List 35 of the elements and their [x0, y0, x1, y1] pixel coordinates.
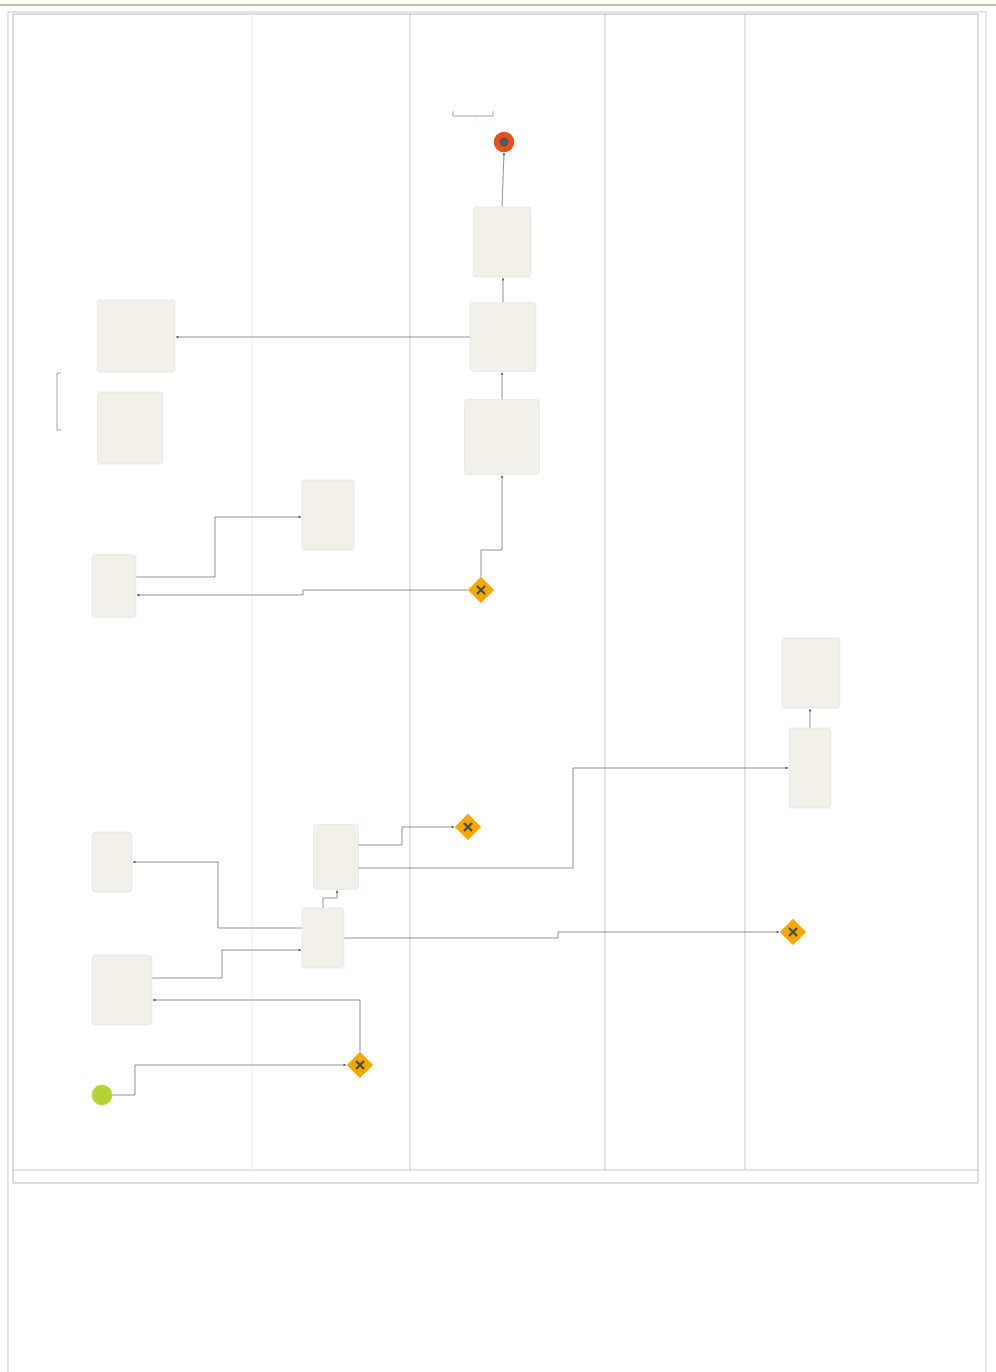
task-box [96, 299, 176, 373]
gateway-diamond [467, 576, 495, 604]
arrow [501, 152, 506, 207]
arrow [344, 930, 780, 939]
arrow [501, 277, 505, 303]
task-box [301, 479, 355, 551]
gateway-diamond [454, 813, 482, 841]
task-box [469, 302, 537, 372]
task-box [788, 727, 832, 809]
task-box [472, 206, 532, 278]
task-box [781, 637, 841, 709]
arrow [808, 708, 812, 728]
task-box [97, 391, 163, 465]
task-box [301, 907, 345, 969]
arrow [358, 825, 455, 846]
gateway-diamond [779, 918, 807, 946]
task-box [91, 954, 153, 1026]
arrow [112, 1063, 347, 1096]
arrow [480, 475, 504, 577]
arrow [358, 766, 789, 869]
task-box [464, 399, 540, 475]
arrow [322, 890, 339, 908]
task-box [91, 554, 137, 618]
gateway-diamond [346, 1051, 374, 1079]
arrow [136, 515, 302, 578]
event-circle [493, 131, 515, 153]
arrow [500, 372, 504, 400]
arrow [152, 948, 302, 979]
arrow [175, 335, 470, 339]
task-box [91, 831, 133, 893]
arrow [136, 589, 468, 597]
task-box [313, 824, 359, 890]
arrow [152, 998, 361, 1052]
event-circle [91, 1084, 113, 1106]
arrow [132, 860, 302, 929]
